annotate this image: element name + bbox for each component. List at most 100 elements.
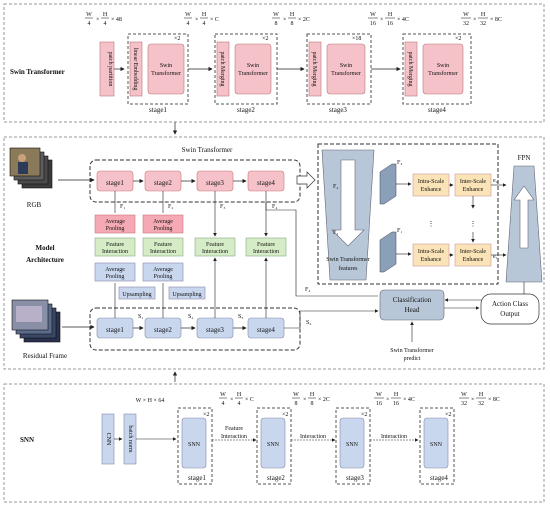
svg-text:Feature: Feature — [206, 242, 224, 248]
svg-text:Upsampling: Upsampling — [122, 292, 151, 298]
svg-text:stage1: stage1 — [106, 326, 124, 334]
svg-text:stage4: stage4 — [257, 179, 275, 187]
snn-block-3 — [339, 417, 365, 469]
swin-title: Swin Transformer — [182, 146, 233, 154]
svg-text:Interaction: Interaction — [300, 434, 326, 440]
svg-text:8: 8 — [295, 401, 298, 407]
svg-text:4: 4 — [203, 21, 206, 27]
svg-text:× 2C: × 2C — [318, 397, 330, 403]
residual-label: Residual Frame — [23, 352, 67, 360]
svg-text:W: W — [273, 12, 279, 18]
svg-text:8: 8 — [291, 21, 294, 27]
svg-text:Enhance: Enhance — [463, 257, 484, 263]
svg-text:F₄: F₄ — [333, 184, 338, 190]
snn-stage-label-3: stage3 — [346, 474, 364, 482]
svg-text:Action Class: Action Class — [492, 300, 528, 308]
svg-text:Transformer: Transformer — [238, 70, 268, 77]
ellipsis-dots-2: ⋮ — [470, 220, 477, 228]
svg-text:32: 32 — [480, 21, 486, 27]
feature-interaction-3 — [194, 237, 236, 257]
svg-text:SNN: SNN — [188, 442, 201, 448]
svg-text:Transformer: Transformer — [428, 70, 458, 77]
patch-partition-label: patch partition — [107, 52, 113, 87]
snn-block-4 — [423, 417, 449, 469]
svg-text:Output: Output — [500, 310, 520, 318]
svg-text:Average: Average — [153, 267, 173, 273]
svg-text:Pooling: Pooling — [106, 274, 125, 280]
svg-text:W: W — [376, 392, 382, 398]
svg-text:Classification: Classification — [393, 296, 432, 304]
svg-text:H: H — [290, 12, 295, 18]
top-swin-block-4 — [422, 43, 464, 95]
svg-text:16: 16 — [393, 401, 399, 407]
svg-text:Average: Average — [153, 219, 173, 225]
svg-text:W: W — [220, 392, 226, 398]
top-dim-5: W 32 × H 32 × 8C — [461, 12, 502, 27]
svg-text:Enhance: Enhance — [421, 257, 442, 263]
patch-merging-block-1 — [216, 41, 230, 97]
svg-text:Enhance: Enhance — [463, 187, 484, 193]
svg-text:Feature: Feature — [257, 242, 275, 248]
snn-dim-3: W 16 × H 16 × 4C — [374, 392, 415, 407]
residual-frames-image — [11, 299, 61, 343]
top-stage4-frame — [402, 33, 472, 105]
svg-text:8: 8 — [275, 21, 278, 27]
rgb-frames-image — [9, 147, 53, 189]
fpn-label: FPN — [518, 154, 531, 162]
f4-label: F₄ — [272, 204, 277, 210]
svg-text:×: × — [386, 397, 389, 403]
svg-text:W: W — [293, 392, 299, 398]
svg-text:16: 16 — [387, 21, 393, 27]
svg-text:Interaction: Interaction — [381, 434, 407, 440]
svg-text:stage2: stage2 — [154, 326, 172, 334]
top-repeat-2: ×2 — [262, 36, 268, 42]
svg-text:4: 4 — [104, 21, 107, 27]
svg-text:F₁: F₁ — [397, 228, 402, 234]
svg-text:×: × — [283, 17, 286, 23]
svg-text:Swin: Swin — [437, 63, 449, 69]
svg-text:16: 16 — [376, 401, 382, 407]
svg-text:H: H — [202, 12, 207, 18]
svg-text:16: 16 — [370, 21, 376, 27]
top-dim-1: W 4 × H 4 × 48 — [85, 12, 122, 27]
svg-text:F₁: F₁ — [333, 230, 338, 236]
top-dim-4: W 16 × H 16 × 4C — [368, 12, 409, 27]
svg-text:Transformer: Transformer — [331, 70, 361, 77]
svg-text:H: H — [310, 392, 315, 398]
top-repeat-1: ×2 — [174, 36, 180, 42]
avg-pooling-pink-1 — [94, 214, 136, 234]
snn-panel — [3, 383, 545, 503]
svg-text:Interaction: Interaction — [102, 249, 128, 255]
svg-text:Swin: Swin — [160, 63, 172, 69]
svg-text:×2: ×2 — [445, 412, 451, 418]
linear-embedding-block — [129, 41, 143, 97]
svg-text:×: × — [303, 397, 306, 403]
svg-text:Intra-Scale: Intra-Scale — [418, 249, 445, 255]
f3-label: F₃ — [220, 204, 225, 210]
model-label-line1: Model — [35, 244, 54, 252]
predict-label-1: Swin Transformer — [390, 347, 434, 354]
svg-text:4: 4 — [187, 21, 190, 27]
svg-text:Interaction: Interaction — [150, 249, 176, 255]
avg-pooling-pink-2 — [142, 214, 184, 234]
svg-text:× 8C: × 8C — [488, 397, 500, 403]
svg-text:× 8C: × 8C — [490, 17, 502, 23]
enhancement-group — [317, 143, 499, 285]
snn-stage1-frame — [177, 407, 213, 485]
svg-text:×: × — [473, 17, 476, 23]
avg-pooling-blue-1 — [94, 262, 136, 282]
svg-text:×2: ×2 — [361, 412, 367, 418]
svg-text:× C: × C — [245, 397, 254, 403]
svg-text:patch Merging: patch Merging — [407, 51, 413, 86]
top-repeat-4: ×2 — [455, 36, 461, 42]
f2-label: F₂ — [168, 204, 173, 210]
svg-text:Interaction: Interaction — [221, 434, 247, 440]
svg-text:×: × — [96, 17, 99, 23]
svg-text:stage1: stage1 — [106, 179, 124, 187]
svg-text:× 48: × 48 — [111, 17, 122, 23]
svg-text:Upsampling: Upsampling — [172, 292, 201, 298]
top-stage-label-2: stage2 — [237, 106, 255, 114]
svg-text:Swin: Swin — [340, 63, 352, 69]
snn-dim-2: W 8 × H 8 × 2C — [292, 392, 330, 407]
svg-text:SNN: SNN — [346, 442, 359, 448]
